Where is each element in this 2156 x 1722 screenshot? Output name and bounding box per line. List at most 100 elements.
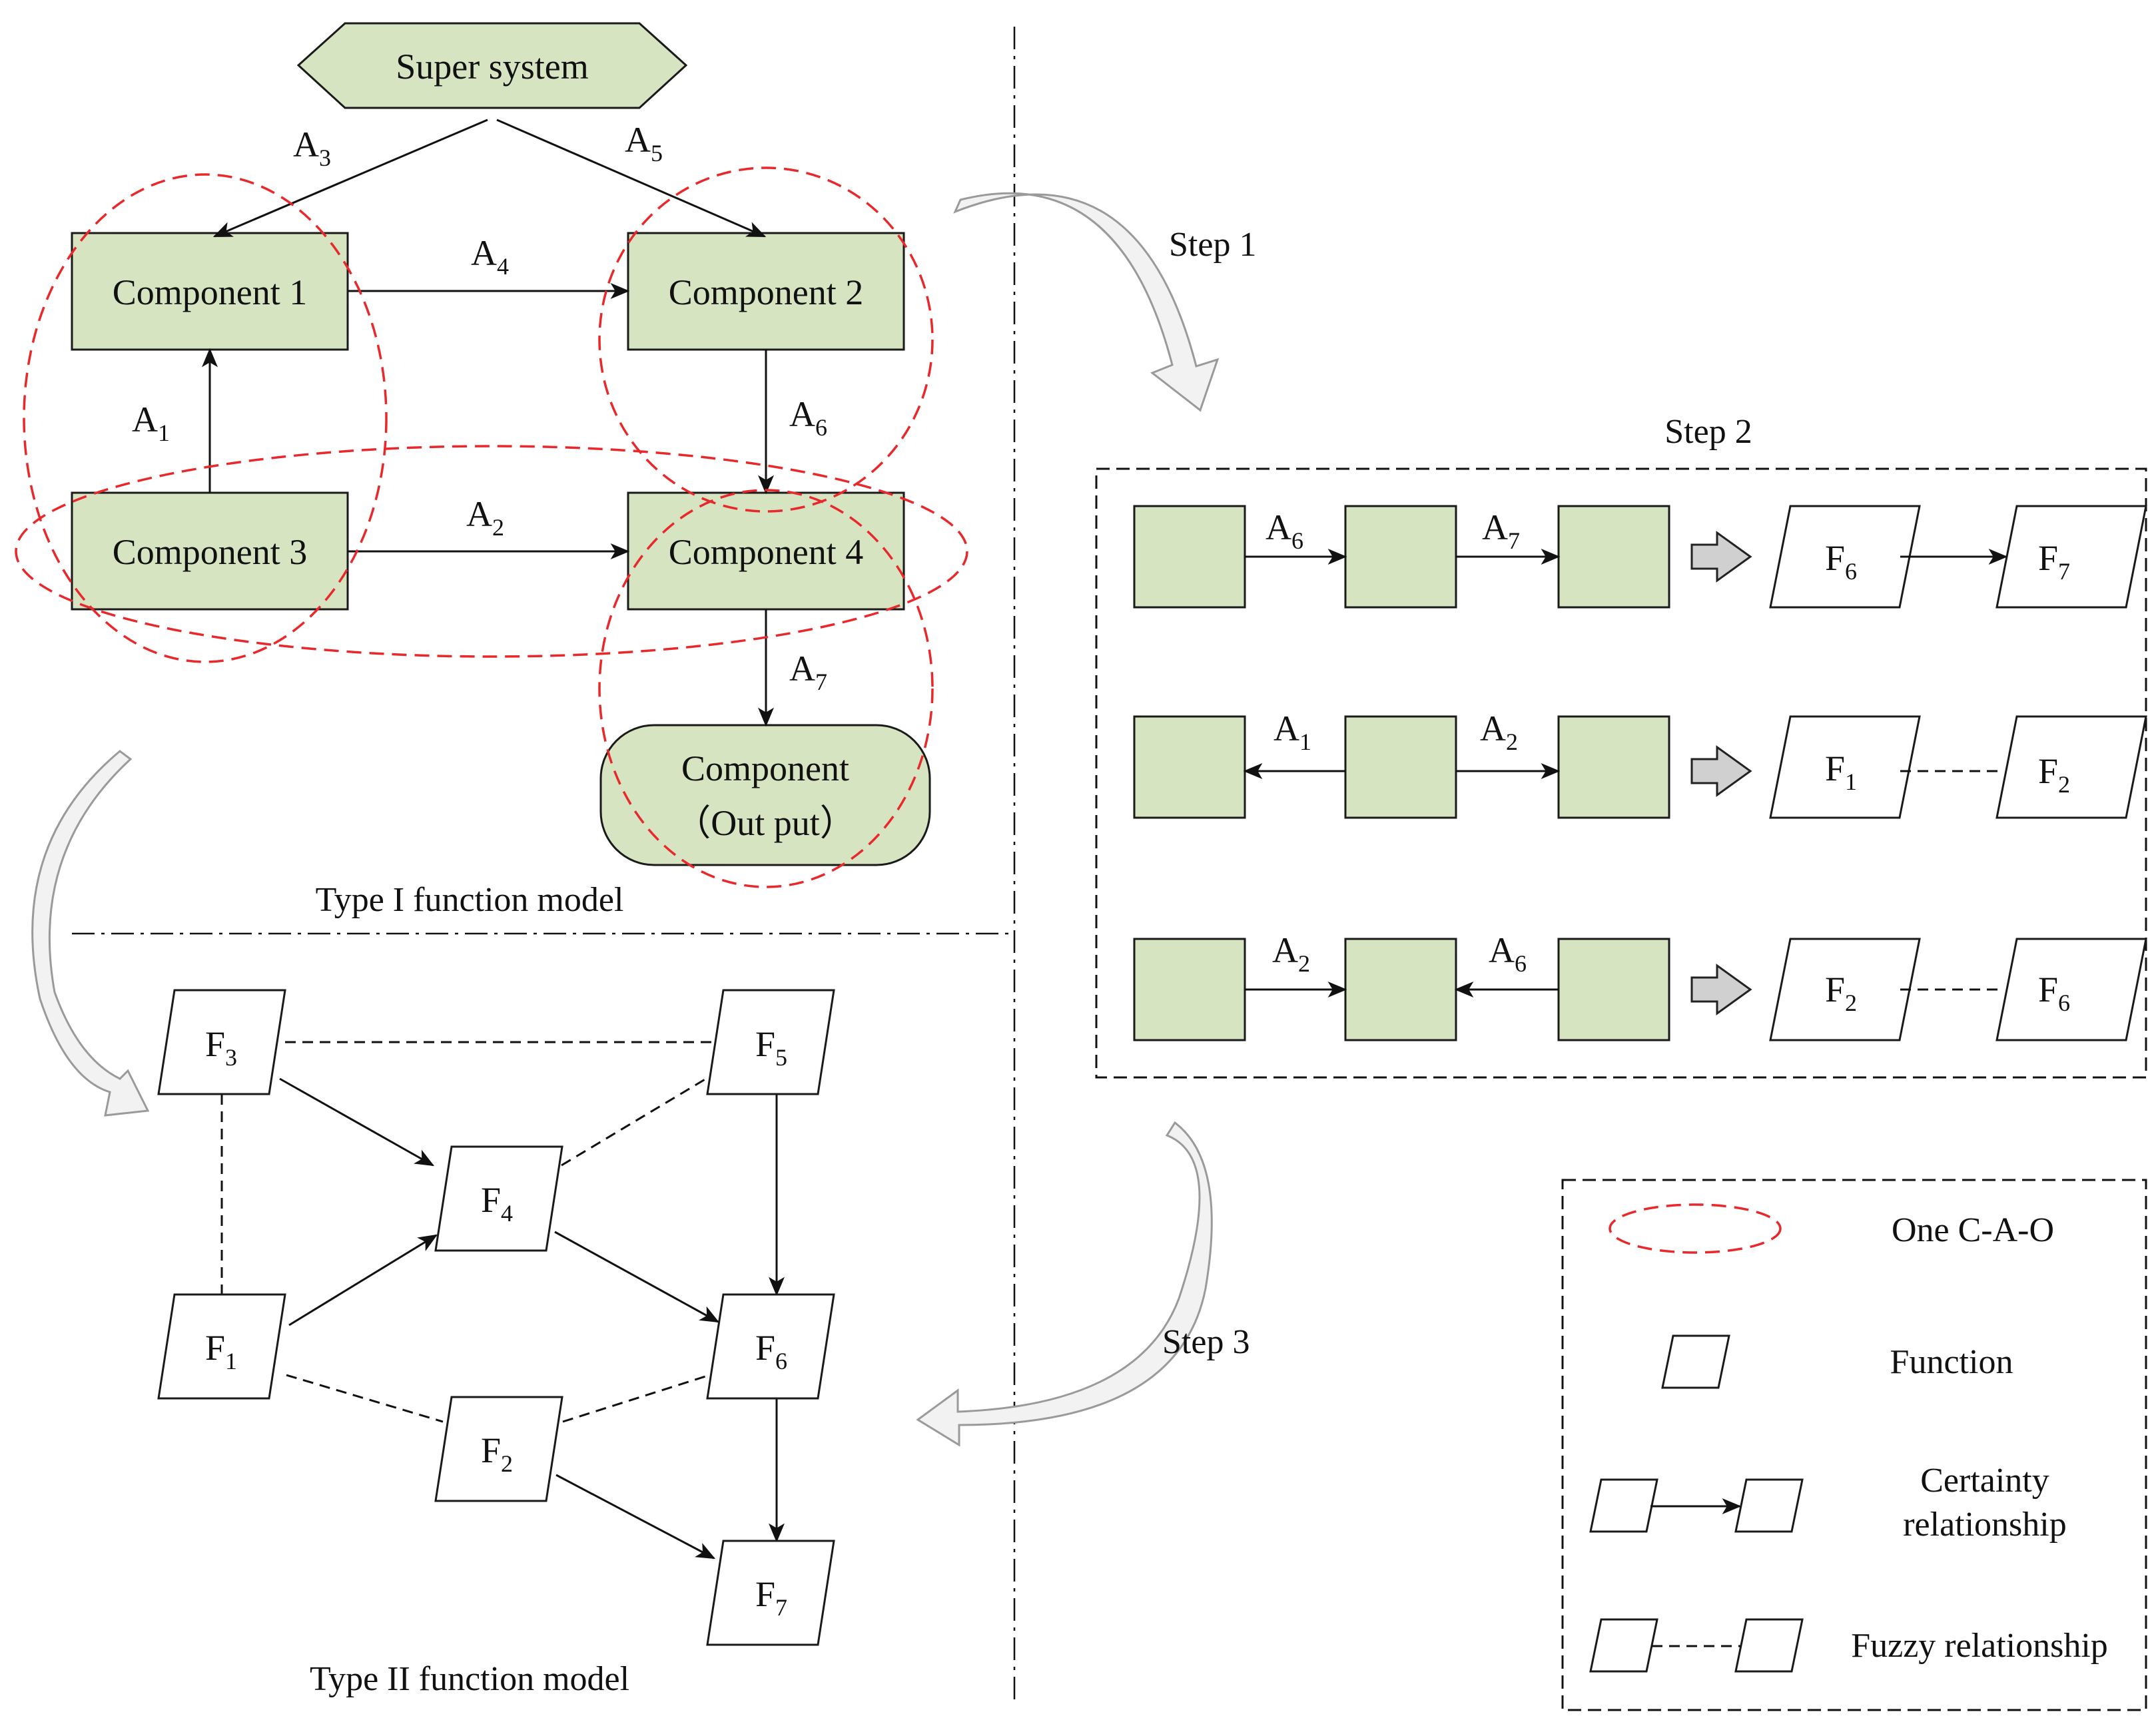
arrow-a5 (496, 119, 767, 238)
function-f3-node (157, 989, 286, 1095)
function-f2-label: F2 (481, 1430, 513, 1477)
step-2-border (1095, 467, 2147, 1079)
cao-ellipse-component-2-4 (598, 166, 934, 513)
component-1-label: Component 1 (113, 272, 308, 312)
row2-action-left: A1 (1273, 709, 1311, 755)
label-a5: A5 (625, 120, 663, 166)
row1-component-a (1133, 505, 1246, 609)
step-1-curved-arrow (953, 192, 1220, 412)
legend-fuzzy-symbol-left (1589, 1618, 1658, 1673)
legend-border (1561, 1179, 2147, 1711)
row2-component-b (1344, 715, 1457, 819)
row3-transform-arrow (1690, 964, 1752, 1015)
row3-component-a (1133, 938, 1246, 1041)
label-a6: A6 (789, 394, 827, 441)
function-f4-node (434, 1145, 563, 1252)
label-a2: A2 (466, 494, 504, 541)
legend-certainty-label-1: Certainty (1920, 1462, 2049, 1500)
row3-action-right: A6 (1489, 930, 1527, 977)
component-output-label-1: Component (681, 748, 849, 788)
type-conversion-curved-arrow (31, 750, 150, 1117)
row3-function-right (1995, 938, 2147, 1041)
cao-ellipse-component-1-3 (23, 173, 388, 663)
row2-function-left-label: F1 (1825, 748, 1857, 795)
row3-function-right-label: F6 (2038, 970, 2070, 1016)
link-f3-f4 (279, 1077, 435, 1167)
arrow-a3 (212, 119, 488, 238)
cao-ellipse-component-3-4 (15, 445, 968, 658)
link-f4-f6 (554, 1231, 720, 1323)
legend-cao-label: One C-A-O (1892, 1211, 2054, 1249)
function-f1-label: F1 (205, 1328, 237, 1374)
label-a1: A1 (132, 400, 170, 446)
row1-action-left: A6 (1265, 507, 1303, 554)
type-one-function-model: Super system Component 1 Component 2 Com… (15, 22, 968, 919)
step-3-curved-arrow (916, 1121, 1213, 1447)
legend-certainty-label-2: relationship (1903, 1506, 2067, 1544)
component-output-label-2: （Out put） (675, 803, 856, 843)
type-two-title: Type II function model (310, 1660, 629, 1698)
row3-component-c (1557, 938, 1670, 1041)
component-output-node (599, 724, 931, 866)
row1-function-right-label: F7 (2038, 538, 2070, 585)
label-a7: A7 (789, 649, 827, 695)
row1-function-right (1995, 505, 2147, 609)
type-one-title: Type I function model (316, 881, 624, 919)
function-f6-node (706, 1293, 835, 1400)
function-f4-label: F4 (481, 1180, 513, 1227)
legend-fuzzy-label: Fuzzy relationship (1851, 1627, 2108, 1665)
function-f7-label: F7 (755, 1574, 787, 1621)
component-3-node (71, 491, 349, 611)
step-1-label: Step 1 (1169, 226, 1256, 264)
link-f2-f7 (555, 1474, 716, 1560)
row2-function-right-label: F2 (2038, 751, 2070, 798)
function-f5-node (706, 989, 835, 1095)
step-2-row-1: A6 A7 F6 F7 (1133, 505, 2147, 609)
row1-component-c (1557, 505, 1670, 609)
row1-function-left (1769, 505, 1921, 609)
row1-component-b (1344, 505, 1457, 609)
link-f1-f2 (286, 1374, 444, 1423)
step-2-row-3: A2 A6 F2 F6 (1133, 930, 2147, 1041)
row2-component-a (1133, 715, 1246, 819)
component-4-label: Component 4 (669, 532, 864, 572)
row3-action-left: A2 (1272, 930, 1310, 977)
step-indicators: Step 1 Step 2 Step 3 (31, 192, 1752, 1447)
row2-component-c (1557, 715, 1670, 819)
cao-ellipse-component-4-output (598, 489, 934, 888)
row2-function-left (1769, 715, 1921, 819)
link-f1-f4 (288, 1234, 438, 1326)
function-f2-node (434, 1396, 563, 1502)
row1-function-left-label: F6 (1825, 538, 1857, 585)
component-2-node (627, 232, 905, 351)
legend-fuzzy-symbol-right (1734, 1618, 1804, 1673)
type-two-function-model: F3 F5 F4 F1 F6 F2 F7 Type II function mo… (157, 989, 835, 1698)
component-2-label: Component 2 (669, 272, 864, 312)
function-f6-label: F6 (755, 1328, 787, 1374)
row2-function-right (1995, 715, 2147, 819)
step-2-panel: A6 A7 F6 F7 A1 A2 F1 F2 (1095, 467, 2147, 1079)
link-f2-f6 (562, 1372, 717, 1423)
super-system-label: Super system (396, 47, 589, 87)
label-a3: A3 (293, 125, 331, 171)
legend-certainty-symbol-left (1589, 1478, 1658, 1533)
label-a4: A4 (471, 233, 509, 280)
function-f1-node (157, 1293, 286, 1400)
row1-action-right: A7 (1482, 507, 1520, 554)
legend-function-label: Function (1890, 1343, 2013, 1381)
legend-cao-symbol (1609, 1203, 1782, 1254)
super-system-node (296, 22, 688, 109)
row2-action-right: A2 (1480, 709, 1518, 755)
component-1-node (71, 232, 349, 351)
row2-transform-arrow (1690, 745, 1752, 797)
row3-component-b (1344, 938, 1457, 1041)
function-f3-label: F3 (205, 1024, 237, 1071)
function-f5-label: F5 (755, 1024, 787, 1071)
legend-certainty-symbol-right (1734, 1478, 1804, 1533)
step-2-row-2: A1 A2 F1 F2 (1133, 709, 2147, 819)
component-3-label: Component 3 (113, 532, 308, 572)
legend-function-symbol (1661, 1334, 1730, 1389)
step-2-label: Step 2 (1664, 413, 1752, 451)
legend: One C-A-O Function Certainty relationshi… (1561, 1179, 2147, 1711)
